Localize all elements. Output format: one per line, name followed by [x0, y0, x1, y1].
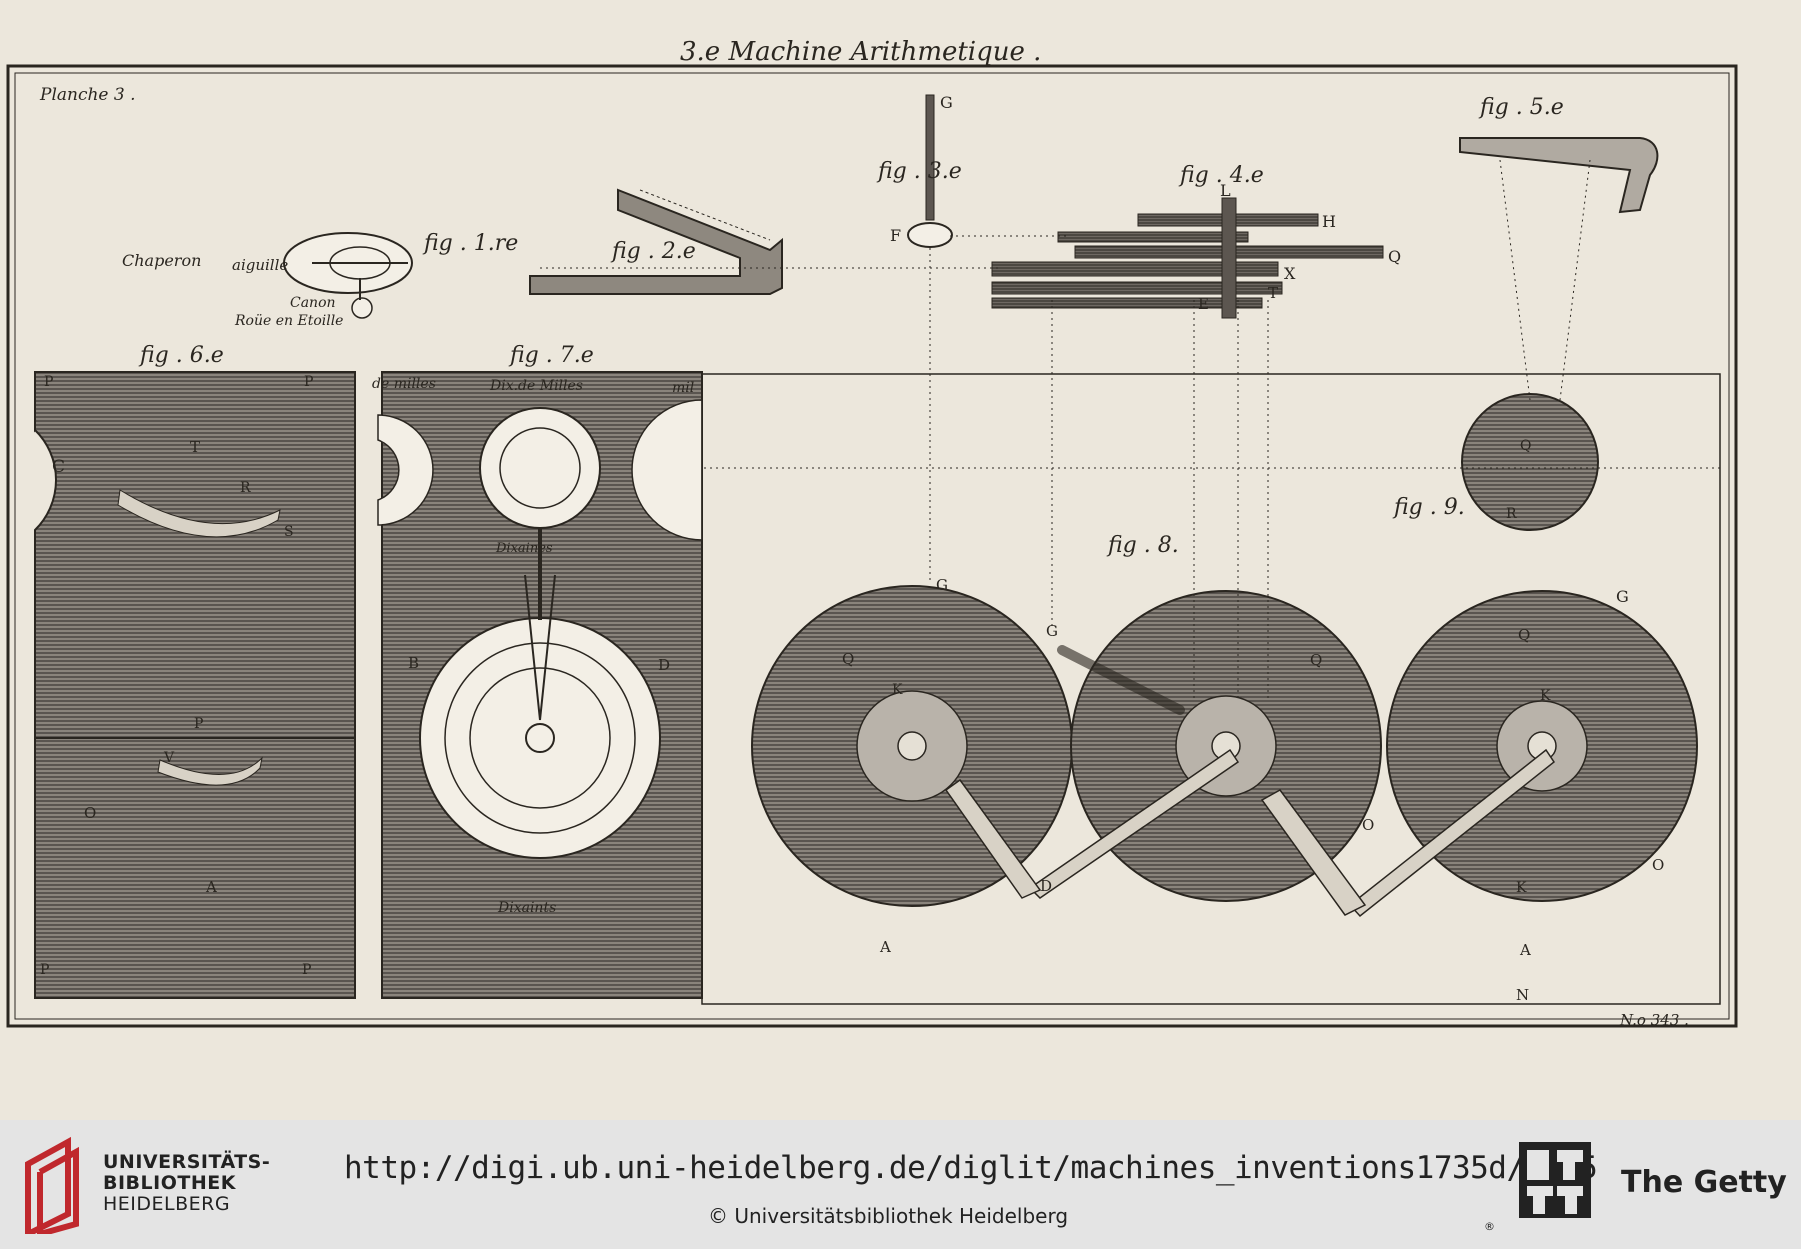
svg-text:D: D: [658, 656, 670, 674]
label-dix-de-milles: Dix.de Milles: [489, 378, 583, 394]
construction-lines: [540, 159, 1720, 700]
svg-text:R: R: [1506, 506, 1517, 522]
svg-text:Q: Q: [1520, 438, 1531, 454]
label-canon: Canon: [290, 295, 336, 311]
fig3-rod: [907, 94, 953, 248]
svg-text:A: A: [879, 938, 891, 956]
svg-text:Q: Q: [1310, 651, 1322, 669]
svg-text:G: G: [936, 576, 948, 594]
svg-text:Q: Q: [1388, 247, 1401, 266]
outer-frame: [6, 64, 1738, 1028]
ub-line3: HEIDELBERG: [103, 1193, 231, 1215]
svg-text:P: P: [40, 962, 49, 978]
svg-text:G: G: [940, 93, 953, 112]
label-de-milles: de milles: [372, 376, 436, 392]
fig5-piece: [1459, 137, 1659, 214]
svg-text:A: A: [205, 878, 217, 896]
svg-text:P: P: [304, 374, 313, 390]
fig8-disk-middle: [1070, 590, 1382, 902]
svg-text:G: G: [1616, 587, 1629, 606]
engraving-plate: 3.e Machine Arithmetique . Planche 3 . N…: [6, 37, 1738, 1029]
ub-logo-icon: [25, 1136, 79, 1234]
svg-text:B: B: [408, 654, 419, 672]
svg-text:F: F: [890, 226, 901, 245]
footer-bar: UNIVERSITÄTS- BIBLIOTHEK HEIDELBERG http…: [0, 1120, 1801, 1249]
fig8-levers: [944, 645, 1556, 918]
ub-line2: BIBLIOTHEK: [103, 1172, 236, 1194]
svg-text:C: C: [52, 457, 65, 477]
fig5-label: fig . 5.e: [1478, 95, 1564, 120]
svg-text:X: X: [1284, 264, 1296, 283]
getty-registered-mark: ®: [1484, 1220, 1495, 1233]
svg-text:O: O: [1362, 816, 1374, 834]
permalink-url[interactable]: http://digi.ub.uni-heidelberg.de/diglit/…: [344, 1150, 1598, 1186]
label-dixaints: Dixaints: [497, 900, 556, 916]
svg-text:R: R: [240, 480, 251, 496]
label-chaperon: Chaperon: [122, 251, 201, 270]
ub-name: UNIVERSITÄTS- BIBLIOTHEK HEIDELBERG: [103, 1152, 270, 1215]
svg-text:P: P: [44, 374, 53, 390]
fig2-lever: [529, 188, 783, 295]
svg-text:T: T: [190, 438, 200, 456]
svg-text:D: D: [1040, 877, 1052, 895]
svg-text:O: O: [1652, 856, 1664, 874]
svg-text:G: G: [1046, 622, 1058, 640]
svg-text:H: H: [1322, 212, 1336, 231]
svg-text:K: K: [1516, 880, 1527, 896]
label-roue-etoille: Roüe en Etoille: [234, 313, 343, 329]
getty-logo-icon: [1519, 1142, 1591, 1218]
svg-text:Q: Q: [842, 650, 854, 668]
fig3-label: fig . 3.e: [876, 159, 962, 184]
plate-label: Planche 3 .: [39, 85, 136, 105]
plate-drawing: 3.e Machine Arithmetique . Planche 3 . N…: [6, 37, 1738, 1029]
fig4-label: fig . 4.e: [1178, 163, 1264, 188]
svg-text:K: K: [1540, 688, 1551, 704]
fig6-label: fig . 6.e: [138, 343, 224, 368]
fig8-disk-left: [751, 585, 1073, 907]
fig7-plate: [377, 371, 703, 999]
fig6-plate: [34, 371, 356, 999]
fig9-disk: [1461, 393, 1599, 531]
svg-text:T: T: [1268, 284, 1278, 302]
ub-line1: UNIVERSITÄTS-: [103, 1151, 271, 1173]
svg-text:K: K: [892, 682, 903, 698]
inner-frame: [14, 72, 1730, 1020]
plate-title: 3.e Machine Arithmetique .: [680, 37, 1041, 67]
svg-text:E: E: [1198, 295, 1209, 313]
label-dixaines: Dixaines: [495, 541, 553, 556]
fig1-dial: [283, 232, 413, 319]
copyright-notice: © Universitätsbibliothek Heidelberg: [708, 1204, 1069, 1228]
label-aiguille: aiguille: [232, 256, 288, 274]
svg-text:P: P: [302, 962, 311, 978]
svg-text:S: S: [284, 524, 294, 540]
fig8-panel: [701, 373, 1721, 1005]
svg-text:L: L: [1220, 181, 1231, 200]
svg-text:N: N: [1516, 986, 1529, 1004]
fig1-label: fig . 1.re: [422, 231, 518, 256]
part-letters: G F L H Q X T E D B A A A O O O P P P P …: [40, 93, 1664, 1004]
fig7-label: fig . 7.e: [508, 343, 594, 368]
svg-text:Q: Q: [1518, 626, 1530, 644]
getty-name: The Getty: [1621, 1165, 1787, 1200]
svg-text:V: V: [163, 750, 175, 766]
plate-number: N.o 343 .: [1619, 1011, 1689, 1029]
fig2-label: fig . 2.e: [610, 239, 696, 264]
svg-text:A: A: [1519, 941, 1531, 959]
svg-text:O: O: [84, 804, 96, 822]
fig4-assembly: [991, 197, 1384, 319]
svg-text:P: P: [194, 716, 203, 732]
fig9-label: fig . 9.: [1392, 495, 1465, 520]
label-mil: mil: [672, 380, 694, 396]
fig8-label: fig . 8.: [1106, 533, 1179, 558]
